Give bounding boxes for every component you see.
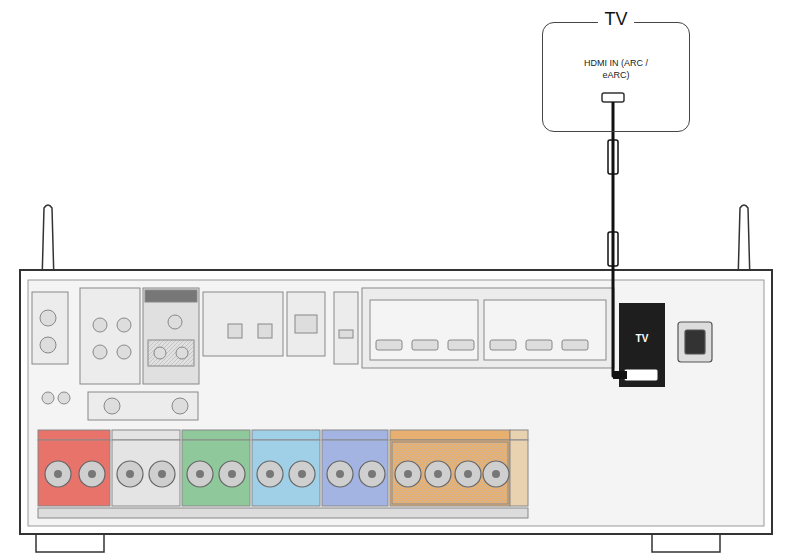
hdmi-cable xyxy=(613,132,619,376)
port-label: HDMI IN (ARC / eARC) xyxy=(584,57,648,81)
power-inlet xyxy=(678,322,712,362)
port-label: TV xyxy=(619,333,665,344)
tv-hdmi-port xyxy=(602,93,624,131)
receiver-body xyxy=(20,270,772,534)
rear-panel xyxy=(28,280,764,526)
hdmi-out-panel xyxy=(613,303,665,387)
hdmi-out-box: TV xyxy=(619,303,665,387)
input-jacks xyxy=(32,288,325,420)
device-title: TV xyxy=(598,9,633,30)
terminal-post xyxy=(45,461,509,487)
terminal-hole xyxy=(54,470,500,478)
hdmi-inputs xyxy=(334,288,614,368)
speaker-terminals xyxy=(38,430,528,518)
tv-box: TVHDMI IN (ARC / eARC) xyxy=(542,22,690,132)
